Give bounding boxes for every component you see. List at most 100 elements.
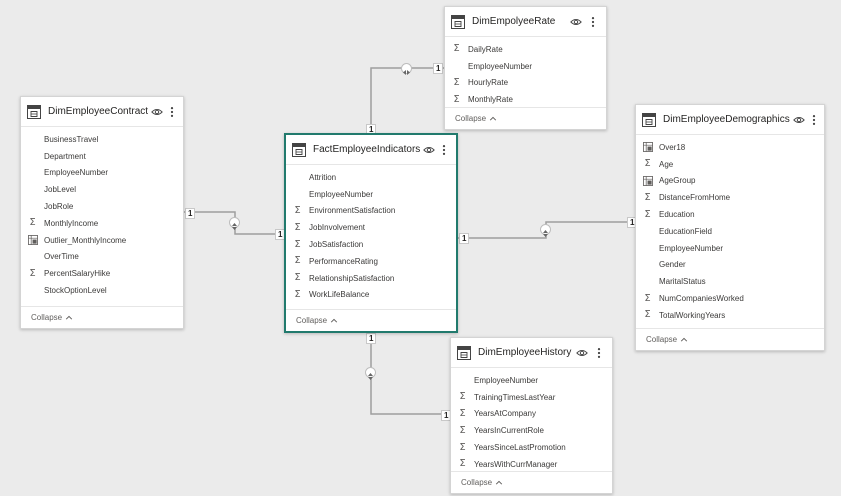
field-row[interactable]: OverTime — [21, 249, 183, 266]
more-options-icon[interactable] — [166, 105, 178, 119]
sigma-icon: Σ — [644, 309, 651, 321]
field-name: HourlyRate — [468, 78, 509, 88]
field-name: Attrition — [309, 172, 337, 182]
field-row[interactable]: EmployeeNumber — [286, 186, 456, 203]
field-spacer — [27, 201, 38, 212]
sigma-icon: Σ — [294, 221, 301, 233]
cardinality-label: 1 — [433, 63, 444, 74]
collapse-button[interactable]: Collapse — [636, 328, 824, 350]
field-row[interactable]: Department — [21, 148, 183, 165]
bidirectional-filter-icon[interactable] — [401, 63, 412, 75]
field-row[interactable]: Σ HourlyRate — [445, 75, 606, 92]
more-options-icon[interactable] — [808, 113, 820, 127]
field-spacer — [292, 172, 303, 183]
field-name: JobInvolvement — [309, 223, 366, 233]
collapse-button[interactable]: Collapse — [451, 471, 612, 493]
field-name: Education — [659, 210, 695, 220]
field-name: PerformanceRating — [309, 256, 378, 266]
chevron-up-icon — [680, 336, 688, 344]
visibility-eye-icon[interactable] — [575, 346, 589, 360]
more-options-icon[interactable] — [586, 15, 600, 29]
field-row[interactable]: EmployeeNumber — [445, 58, 606, 75]
field-name: BusinessTravel — [44, 134, 99, 144]
relationship-line-history[interactable] — [370, 332, 450, 415]
sigma-icon: Σ — [459, 441, 466, 453]
relationship-line-rate[interactable] — [370, 67, 444, 134]
table-header[interactable]: DimEmployeeContract — [21, 97, 183, 127]
bidirectional-filter-icon[interactable] — [365, 367, 376, 380]
field-row[interactable]: Over18 — [636, 139, 824, 156]
field-row[interactable]: Σ JobInvolvement — [286, 219, 456, 236]
field-row[interactable]: MaritalStatus — [636, 273, 824, 290]
collapse-button[interactable]: Collapse — [286, 309, 456, 331]
sigma-icon: Σ — [294, 272, 301, 284]
table-icon — [642, 112, 656, 127]
chevron-up-icon — [65, 314, 73, 322]
visibility-eye-icon[interactable] — [423, 143, 436, 157]
collapse-button[interactable]: Collapse — [21, 306, 183, 328]
field-row[interactable]: JobRole — [21, 198, 183, 215]
field-name: JobLevel — [44, 185, 77, 195]
field-name: EmployeeNumber — [474, 375, 539, 385]
field-row[interactable]: Outlier_MonthlyIncome — [21, 232, 183, 249]
field-name: PercentSalaryHike — [44, 269, 111, 279]
field-row[interactable]: BusinessTravel — [21, 131, 183, 148]
field-row[interactable]: StockOptionLevel — [21, 282, 183, 299]
field-name: MonthlyIncome — [44, 218, 99, 228]
field-row[interactable]: Attrition — [286, 169, 456, 186]
table-header[interactable]: DimEmpolyeeRate — [445, 7, 606, 37]
cardinality-label: 1 — [185, 208, 196, 219]
field-row[interactable]: EmployeeNumber — [636, 240, 824, 257]
field-row[interactable]: Gender — [636, 257, 824, 274]
field-row[interactable]: EmployeeNumber — [451, 372, 612, 389]
field-row[interactable]: JobLevel — [21, 181, 183, 198]
table-header[interactable]: FactEmployeeIndicators — [286, 135, 456, 165]
field-name: YearsWithCurrManager — [474, 459, 558, 469]
more-options-icon[interactable] — [592, 346, 606, 360]
collapse-button[interactable]: Collapse — [445, 107, 606, 129]
bidirectional-filter-icon[interactable] — [540, 224, 551, 237]
chevron-up-icon — [495, 479, 503, 487]
visibility-eye-icon[interactable] — [151, 105, 163, 119]
table-header[interactable]: DimEmployeeHistory — [451, 338, 612, 368]
field-name: EmployeeNumber — [309, 189, 374, 199]
more-options-icon[interactable] — [438, 143, 450, 157]
bidirectional-filter-icon[interactable] — [229, 217, 240, 230]
field-row[interactable]: AgeGroup — [636, 173, 824, 190]
visibility-eye-icon[interactable] — [569, 15, 583, 29]
visibility-eye-icon[interactable] — [792, 113, 805, 127]
sigma-icon: Σ — [453, 76, 460, 88]
field-spacer — [27, 167, 38, 178]
table-header[interactable]: DimEmployeeDemographics — [636, 105, 824, 135]
sigma-icon: Σ — [644, 191, 651, 203]
field-name: YearsSinceLastPromotion — [474, 443, 566, 453]
field-row[interactable]: EmployeeNumber — [21, 165, 183, 182]
field-spacer — [27, 134, 38, 145]
field-row[interactable]: Σ YearsSinceLastPromotion — [451, 439, 612, 456]
field-row[interactable]: EducationField — [636, 223, 824, 240]
